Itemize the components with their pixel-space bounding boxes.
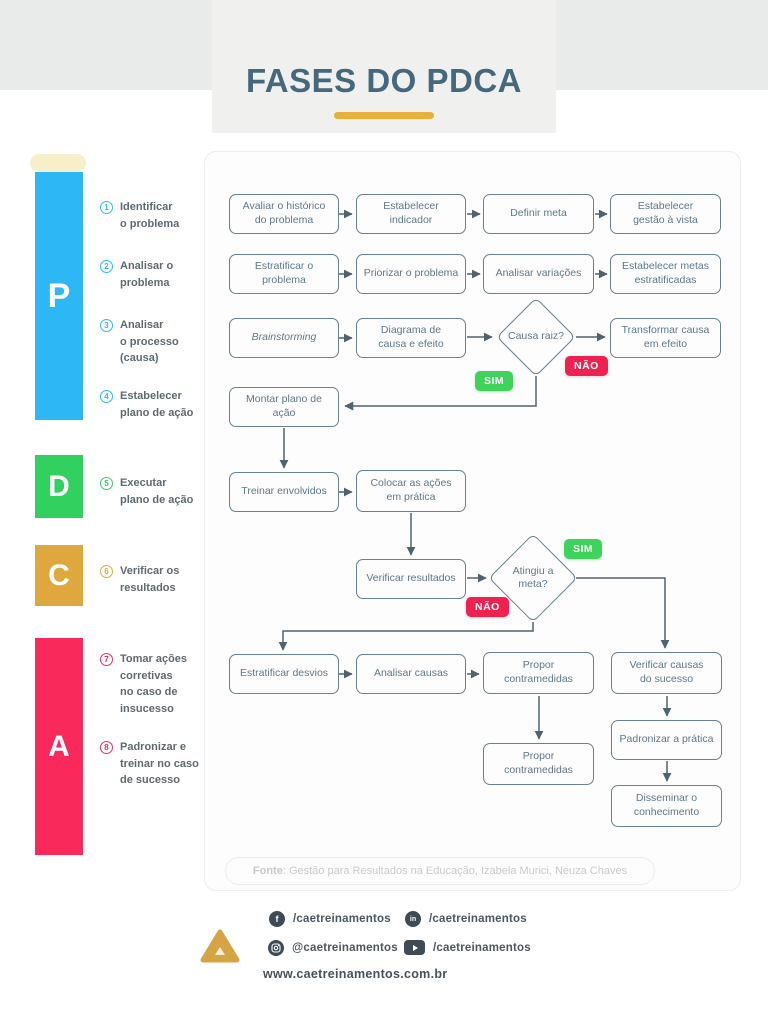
sidebar-item-7: 7 Tomar ações corretivas no caso de insu… xyxy=(100,651,200,717)
sidebar-item-label: Analisar o processo (causa) xyxy=(120,319,179,364)
sidebar-item-label: Executar plano de ação xyxy=(120,477,194,506)
flow-node-verificar-resultados: Verificar resultados xyxy=(356,559,466,599)
flow-node-verificar-causas-sucesso: Verificar causas do sucesso xyxy=(611,652,722,694)
phase-bar-act: A xyxy=(35,638,83,855)
sidebar-item-6: 6 Verificar os resultados xyxy=(100,563,200,596)
title-underline xyxy=(334,112,434,119)
social-youtube[interactable]: /caetreinamentos xyxy=(404,940,531,955)
step-number-badge: 7 xyxy=(100,653,113,666)
website-url[interactable]: www.caetreinamentos.com.br xyxy=(263,967,448,981)
sidebar-item-3: 3 Analisar o processo (causa) xyxy=(100,317,200,367)
sidebar-item-label: Analisar o problema xyxy=(120,260,174,289)
phase-bar-check: C xyxy=(35,545,83,606)
instagram-handle: @caetreinamentos xyxy=(292,942,398,954)
sidebar-item-label: Padronizar e treinar no caso de sucesso xyxy=(120,741,199,786)
sidebar-item-5: 5 Executar plano de ação xyxy=(100,475,200,508)
flow-node-definir-meta: Definir meta xyxy=(483,194,594,234)
flow-node-brainstorming: Brainstorming xyxy=(229,318,339,358)
step-number-badge: 6 xyxy=(100,565,113,578)
social-facebook[interactable]: f /caetreinamentos xyxy=(269,911,391,927)
flow-node-estratificar-problema: Estratificar o problema xyxy=(229,254,339,294)
badge-nao-atingiu-meta: NÃO xyxy=(466,597,509,617)
instagram-icon xyxy=(268,940,284,956)
phase-letter-c: C xyxy=(48,558,70,592)
flow-node-diagrama-causa-efeito: Diagrama de causa e efeito xyxy=(356,318,466,358)
page-title: FASES DO PDCA xyxy=(245,62,523,99)
phase-bar-plan: P xyxy=(35,172,83,420)
phase-letter-a: A xyxy=(48,729,70,763)
youtube-handle: /caetreinamentos xyxy=(433,941,531,954)
flow-node-treinar-envolvidos: Treinar envolvidos xyxy=(229,472,339,512)
youtube-icon xyxy=(404,940,425,955)
flow-node-padronizar-pratica: Padronizar a prática xyxy=(611,720,722,760)
step-number-badge: 5 xyxy=(100,477,113,490)
title-card: FASES DO PDCA xyxy=(212,0,556,133)
social-linkedin[interactable]: in /caetreinamentos xyxy=(405,911,527,927)
sidebar-item-label: Verificar os resultados xyxy=(120,565,180,594)
sidebar-item-label: Estabelecer plano de ação xyxy=(120,390,194,419)
brand-triangle-logo xyxy=(200,929,240,963)
flow-node-analisar-causas: Analisar causas xyxy=(356,654,466,694)
sidebar-item-2: 2 Analisar o problema xyxy=(100,258,200,291)
step-number-badge: 8 xyxy=(100,741,113,754)
source-label: Fonte xyxy=(252,865,283,877)
sidebar-item-1: 1 Identificar o problema xyxy=(100,199,200,232)
flow-node-disseminar-conhecimento: Disseminar o conhecimento xyxy=(611,785,722,827)
facebook-icon: f xyxy=(269,911,285,927)
step-number-badge: 4 xyxy=(100,390,113,403)
phase-letter-p: P xyxy=(47,276,71,315)
linkedin-icon: in xyxy=(405,911,421,927)
sidebar-item-8: 8 Padronizar e treinar no caso de sucess… xyxy=(100,739,200,789)
badge-sim-causa-raiz: SIM xyxy=(475,371,514,391)
flow-node-propor-contramedidas-1: Propor contramedidas xyxy=(483,652,594,694)
flow-node-montar-plano: Montar plano de ação xyxy=(229,387,339,427)
badge-nao-causa-raiz: NÃO xyxy=(565,356,608,376)
sidebar-item-label: Tomar ações corretivas no caso de insuce… xyxy=(120,653,188,715)
step-number-badge: 3 xyxy=(100,319,113,332)
linkedin-handle: /caetreinamentos xyxy=(429,913,527,925)
sidebar-item-4: 4 Estabelecer plano de ação xyxy=(100,388,200,421)
source-text: : Gestão para Resultados na Educação, Iz… xyxy=(282,865,628,877)
source-pill: Fonte: Gestão para Resultados na Educaçã… xyxy=(225,857,655,885)
flow-node-avaliar-historico: Avaliar o histórico do problema xyxy=(229,194,339,234)
flow-node-colocar-acoes: Colocar as ações em prática xyxy=(356,470,466,512)
flow-node-propor-contramedidas-2: Propor contramedidas xyxy=(483,743,594,785)
phase-bar-do: D xyxy=(35,455,83,518)
step-number-badge: 2 xyxy=(100,260,113,273)
flow-node-priorizar-problema: Priorizar o problema xyxy=(356,254,466,294)
social-instagram[interactable]: @caetreinamentos xyxy=(268,940,398,956)
phase-letter-d: D xyxy=(48,469,70,503)
facebook-handle: /caetreinamentos xyxy=(293,913,391,925)
sidebar-decoration xyxy=(30,154,86,172)
step-number-badge: 1 xyxy=(100,201,113,214)
flow-node-gestao-a-vista: Estabelecer gestão à vista xyxy=(610,194,721,234)
flow-node-transformar-causa: Transformar causa em efeito xyxy=(610,318,721,358)
decision-causa-raiz: Causa raiz? xyxy=(496,297,576,377)
badge-sim-atingiu-meta: SIM xyxy=(564,539,603,559)
flow-node-metas-estratificadas: Estabelecer metas estratificadas xyxy=(610,254,721,294)
flow-node-analisar-variacoes: Analisar variações xyxy=(483,254,594,294)
flow-node-estabelecer-indicador: Estabelecer indicador xyxy=(356,194,466,234)
decision-atingiu-meta: Atingiu a meta? xyxy=(488,533,578,623)
flow-node-estratificar-desvios: Estratificar desvios xyxy=(229,654,339,694)
sidebar-item-label: Identificar o problema xyxy=(120,201,180,230)
